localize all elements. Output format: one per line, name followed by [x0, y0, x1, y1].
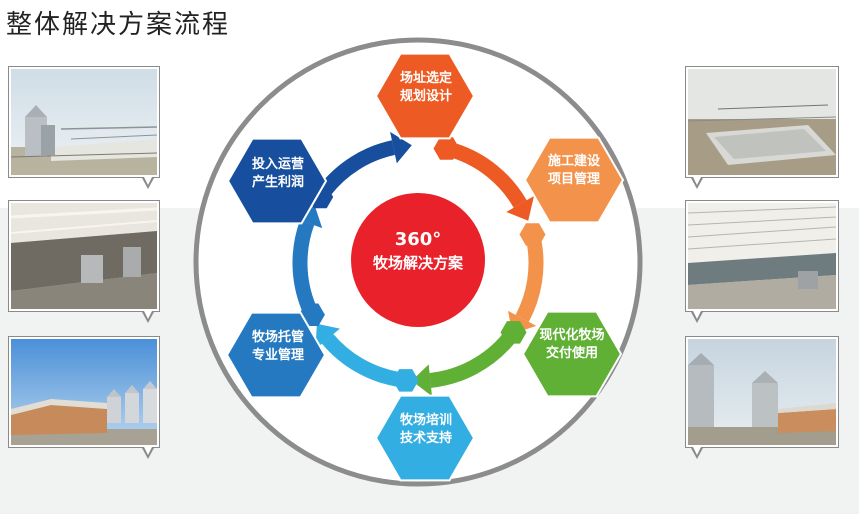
flow-node-2 [519, 223, 546, 246]
flow-arrow-2 [515, 241, 544, 322]
flow-arrow-3 [429, 333, 515, 388]
step-1-line1: 场址选定 [399, 71, 452, 86]
step-6-line1: 投入运营 [251, 157, 304, 172]
step-2-line2: 项目管理 [547, 172, 600, 187]
step-hexagon-operation [226, 137, 328, 225]
flow-node-1 [433, 137, 460, 160]
photo-right-2 [685, 200, 839, 323]
barn-interior-image [11, 203, 157, 309]
photo-left-2 [8, 200, 160, 323]
step-label-construction: 施工建设 项目管理 [519, 153, 629, 189]
center-label-line1: 360° [394, 229, 442, 250]
flow-arrow-5 [292, 220, 316, 311]
step-6-line2: 产生利润 [251, 175, 304, 190]
flow-arrowhead-4 [315, 323, 340, 350]
center-label-line2: 牧场解决方案 [372, 254, 463, 272]
flow-node-3 [500, 321, 527, 344]
step-label-management: 牧场托管 专业管理 [223, 329, 333, 365]
step-label-delivery: 现代化牧场 交付使用 [517, 327, 627, 363]
flow-arrow-4 [321, 333, 399, 387]
step-hexagon-site-planning [374, 52, 476, 140]
photo-left-1 [8, 66, 160, 189]
step-5-line2: 专业管理 [251, 348, 304, 363]
step-hexagon-construction [523, 136, 625, 224]
silo-barn-image [11, 69, 157, 175]
flow-arrowhead-1 [506, 196, 534, 221]
step-hexagon-training [374, 394, 476, 482]
step-2-line1: 施工建设 [547, 154, 600, 169]
barn-silos-image [11, 339, 157, 445]
barn-interior-image [688, 203, 836, 309]
step-5-line1: 牧场托管 [251, 330, 304, 345]
step-1-line2: 规划设计 [399, 89, 452, 104]
page-title: 整体解决方案流程 [6, 10, 231, 40]
flow-arrowhead-5 [292, 205, 323, 229]
center-circle [351, 193, 485, 327]
flow-arrowhead-3 [411, 364, 432, 397]
step-4-line1: 牧场培训 [399, 413, 452, 428]
flow-arrow-1 [452, 143, 527, 208]
silos-farm-image [688, 339, 836, 445]
step-hexagon-delivery [521, 310, 623, 398]
photo-right-1 [685, 66, 839, 189]
flow-arrowhead-6 [390, 131, 412, 164]
step-4-line2: 技术支持 [399, 431, 452, 446]
step-hexagon-management [225, 311, 327, 399]
flow-arrow-6 [319, 140, 396, 196]
step-3-line1: 现代化牧场 [539, 328, 605, 343]
center-label: 360° 牧场解决方案 [348, 228, 488, 274]
step-label-site-planning: 场址选定 规划设计 [371, 70, 481, 106]
construction-site-image [688, 69, 836, 175]
step-label-operation: 投入运营 产生利润 [223, 156, 333, 192]
step-3-line2: 交付使用 [545, 346, 598, 361]
photo-left-3 [8, 336, 160, 459]
step-label-training: 牧场培训 技术支持 [371, 412, 481, 448]
flow-node-4 [392, 369, 419, 392]
photo-right-3 [685, 336, 839, 459]
